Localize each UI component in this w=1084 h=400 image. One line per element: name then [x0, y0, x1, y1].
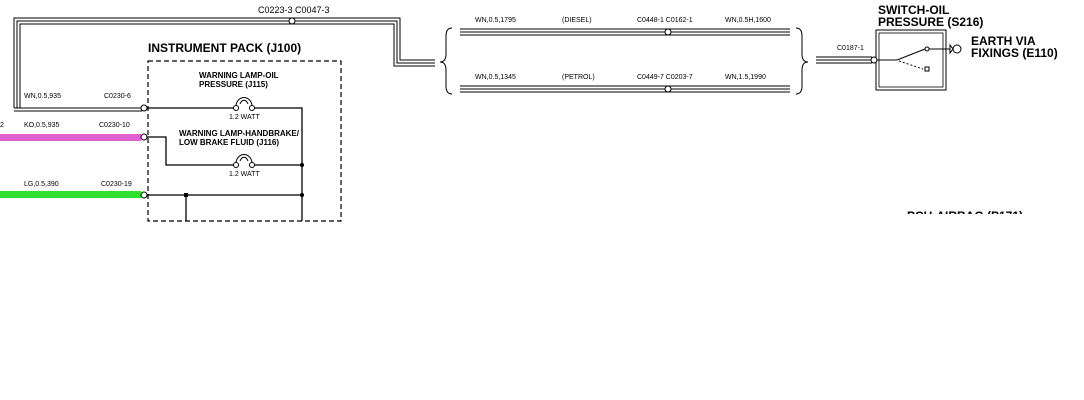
connector-c0223-c0047 — [288, 17, 296, 25]
switch-feed-harness — [816, 56, 872, 64]
left-brace — [439, 27, 453, 95]
petrol-spec: WN,0.5,1345 — [475, 74, 516, 81]
connector-c0187-1 — [870, 56, 878, 64]
pin-c0230-19 — [140, 191, 148, 199]
warn-oil-label-2: PRESSURE (J115) — [199, 80, 268, 89]
earth-label-1: EARTH VIA — [971, 34, 1036, 48]
harness-wire-outer — [13, 17, 435, 108]
watt-brake: 1.2 WATT — [229, 171, 260, 178]
instrument-pack-box — [147, 60, 342, 222]
oil-lamp-symbol — [233, 97, 255, 111]
petrol-connectors: C0449-7 C0203-7 — [637, 74, 693, 81]
wire3-green — [0, 191, 141, 198]
earth-label-2: FIXINGS (E110) — [971, 46, 1058, 60]
warn-oil-label-1: WARNING LAMP-OIL — [199, 71, 279, 80]
harness-wire-inner — [19, 23, 435, 108]
wire2-connector-label: C0230-10 — [99, 122, 130, 129]
partial-label-clip: PCU-AIRBAG (P171) — [907, 209, 1023, 223]
oil-pressure-switch-symbol — [877, 46, 950, 72]
pin-c0230-6 — [140, 104, 148, 112]
petrol-tag: (PETROL) — [562, 74, 595, 81]
wire2-pink — [0, 134, 141, 141]
wire3-connector-label: C0230-19 — [101, 181, 132, 188]
junction-dot-2 — [300, 193, 304, 197]
diesel-spec: WN,0.5,1795 — [475, 17, 516, 24]
instrument-pack-title: INSTRUMENT PACK (J100) — [148, 41, 301, 55]
right-brace — [795, 27, 809, 95]
wire2-spec: KO,0.5,935 — [24, 122, 60, 129]
wire1-spec: WN,0.5,935 — [24, 93, 61, 100]
main-harness — [13, 17, 435, 112]
switch-title-2: PRESSURE (S216) — [878, 15, 983, 29]
switch-connector-label: C0187-1 — [837, 45, 864, 52]
pack-connector-pins — [140, 104, 148, 199]
petrol-harness — [460, 85, 790, 93]
switch-title-1: SWITCH-OIL — [878, 3, 949, 17]
diesel-tag: (DIESEL) — [562, 17, 592, 24]
watt-oil: 1.2 WATT — [229, 114, 260, 121]
wire2-edge-label: 2 — [0, 122, 4, 129]
harness-wire-mid — [16, 20, 435, 108]
diesel-harness — [460, 28, 790, 36]
diesel-spec-2: WN,0.5H,1600 — [725, 17, 771, 24]
diesel-connectors: C0448-1 C0162-1 — [637, 17, 693, 24]
junction-dot-1 — [300, 163, 304, 167]
petrol-spec-2: WN,1.5,1990 — [725, 74, 766, 81]
wire1-connector-label: C0230-6 — [104, 93, 131, 100]
junction-square — [184, 193, 188, 197]
top-connectors-label: C0223-3 C0047-3 — [258, 5, 330, 15]
pcu-airbag-label: PCU-AIRBAG (P171) — [907, 209, 1023, 223]
warn-brake-label-1: WARNING LAMP-HANDBRAKE/ — [179, 129, 300, 138]
connector-c0449-c0203 — [664, 85, 672, 93]
pin-c0230-10 — [140, 133, 148, 141]
earth-icon — [949, 43, 962, 55]
wire3-spec: LG,0.5,390 — [24, 181, 59, 188]
connector-c0448-c0162 — [664, 28, 672, 36]
warn-brake-label-2: LOW BRAKE FLUID (J116) — [179, 138, 279, 147]
pack-internal-wiring — [147, 107, 303, 221]
brake-lamp-symbol — [233, 154, 255, 168]
